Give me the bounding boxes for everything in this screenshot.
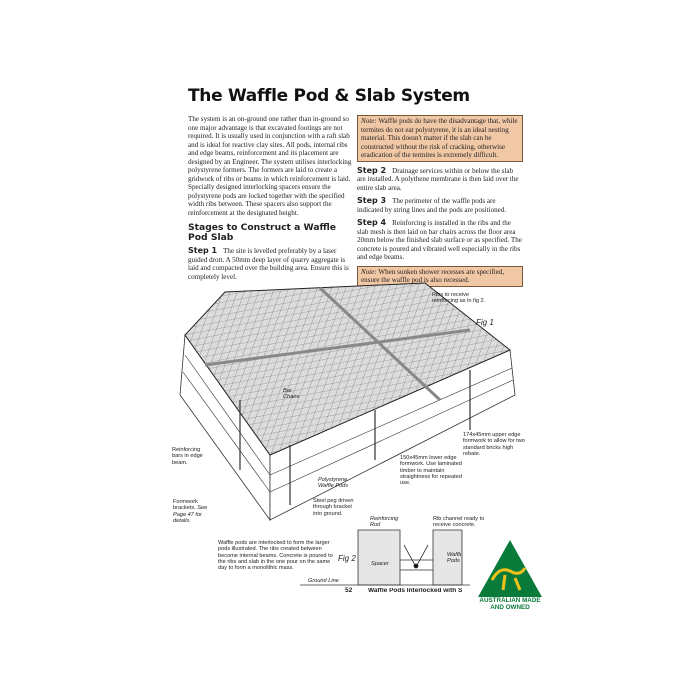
stages-heading: Stages to Construct a Waffle Pod Slab bbox=[188, 222, 337, 243]
step-label: Step 3 bbox=[357, 196, 387, 205]
label-brackets: Formwork brackets. See Page 47 for detai… bbox=[173, 499, 208, 524]
left-column: The system is an on-ground one rather th… bbox=[188, 115, 354, 285]
note-label: Note: bbox=[361, 267, 377, 276]
fig1-title: Fig 1 bbox=[476, 318, 494, 327]
fig2-title: Fig 2 bbox=[338, 554, 356, 563]
logo-triangle bbox=[478, 540, 542, 597]
logo-text: AUSTRALIAN MADE AND OWNED bbox=[479, 597, 541, 611]
australian-made-logo bbox=[478, 540, 542, 597]
step-label: Step 1 bbox=[188, 246, 218, 255]
note-shower: Note: When sunken shower recesses are sp… bbox=[357, 265, 523, 287]
note-termites: Note: Waffle pods do have the disadvanta… bbox=[357, 115, 523, 162]
label-bar-chairs: Bar Chairs bbox=[283, 388, 300, 401]
fig2-caption: Waffle Pods Interlocked with S bbox=[368, 588, 463, 594]
label-rod: Reinforcing Rod bbox=[370, 516, 399, 529]
step-text: Reinforcing is installed in the ribs and… bbox=[357, 219, 522, 261]
edge-beams bbox=[179, 333, 516, 522]
step-text: Drainage services within or below the sl… bbox=[357, 166, 519, 192]
kangaroo-icon bbox=[490, 567, 527, 591]
fig2-description: Waffle pods are interlocked to form the … bbox=[218, 540, 333, 572]
label-ground-line: Ground Line bbox=[308, 578, 339, 584]
note-text: Waffle pods do have the disadvantage tha… bbox=[361, 117, 518, 159]
page-title: The Waffle Pod & Slab System bbox=[188, 86, 470, 106]
note-text: When sunken shower recesses are specifie… bbox=[361, 267, 505, 285]
step-label: Step 2 bbox=[357, 165, 387, 175]
label-pods: Polystyrene Waffle Pods bbox=[318, 477, 349, 490]
label-lower-formwork: 150x45mm lower edge formwork. Use lamina… bbox=[400, 455, 462, 487]
formwork-brackets bbox=[239, 370, 471, 505]
label-waffle-pods: Waffle Pods bbox=[447, 552, 461, 565]
step-text: The site is levelled preferably by a las… bbox=[188, 247, 349, 281]
label-steel-peg: Steel peg driven through bracket into gr… bbox=[313, 498, 354, 517]
fig2-diagram bbox=[300, 529, 470, 586]
right-column: Note: Waffle pods do have the disadvanta… bbox=[357, 115, 523, 291]
intro-paragraph: The system is an on-ground one rather th… bbox=[188, 115, 352, 217]
label-rib-channel: Rib channel ready to receive concrete. bbox=[433, 516, 485, 529]
label-upper-formwork: 174x45mm upper edge formwork to allow fo… bbox=[463, 432, 525, 457]
note-label: Note: bbox=[361, 117, 377, 125]
step-text: The perimeter of the waffle pods are ind… bbox=[357, 197, 507, 214]
label-ribs: Ribs to receive reinforcing as in fig 2. bbox=[432, 292, 486, 305]
page-number: 52 bbox=[345, 587, 353, 594]
step-label: Step 4 bbox=[357, 218, 387, 227]
label-reinforcing-bars: Reinforcing bars in edge beam. bbox=[172, 447, 203, 466]
label-spacer: Spacer bbox=[371, 561, 389, 567]
